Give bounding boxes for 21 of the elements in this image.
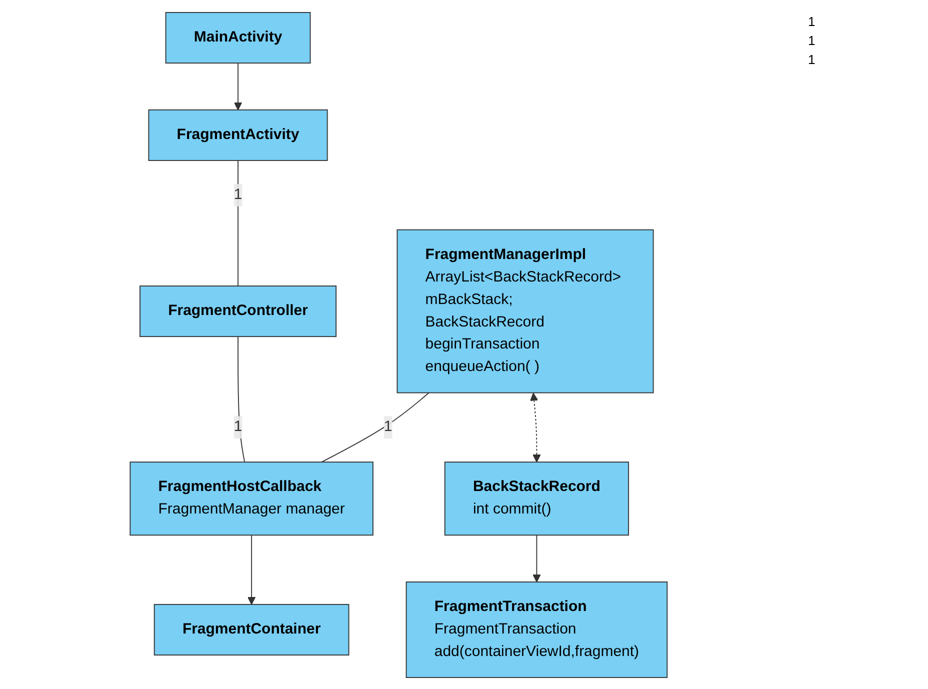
arrow: [234, 62, 242, 110]
node-box: FragmentHostCallback FragmentManager manager: [130, 461, 374, 536]
multiplicity-label: 1: [808, 52, 816, 67]
node-box: FragmentTransaction FragmentTransaction add(containerViewId,fragment): [406, 581, 668, 678]
connector: [238, 160, 239, 286]
edge-label: 1: [384, 418, 393, 434]
multiplicity-label: 1: [808, 14, 816, 29]
arrow: [530, 392, 542, 462]
connector: [321, 392, 430, 462]
node-box: FragmentActivity: [148, 108, 328, 160]
node-box: MainActivity: [166, 12, 312, 64]
arrow: [248, 534, 256, 604]
multiplicity-label: 1: [808, 33, 816, 48]
node-box: BackStackRecord int commit(): [444, 461, 630, 536]
arrow: [532, 534, 542, 582]
node-box: FragmentController: [140, 285, 337, 337]
connector: [238, 336, 246, 462]
node-box: FragmentManagerImpl ArrayList<BackStackRecord> mBackStack; BackStackRecord beginTransaction enqueueAction( ): [397, 228, 654, 393]
edge-label: 1: [234, 186, 243, 202]
node-box: FragmentContainer: [154, 603, 350, 655]
edge-label: 1: [234, 418, 243, 434]
